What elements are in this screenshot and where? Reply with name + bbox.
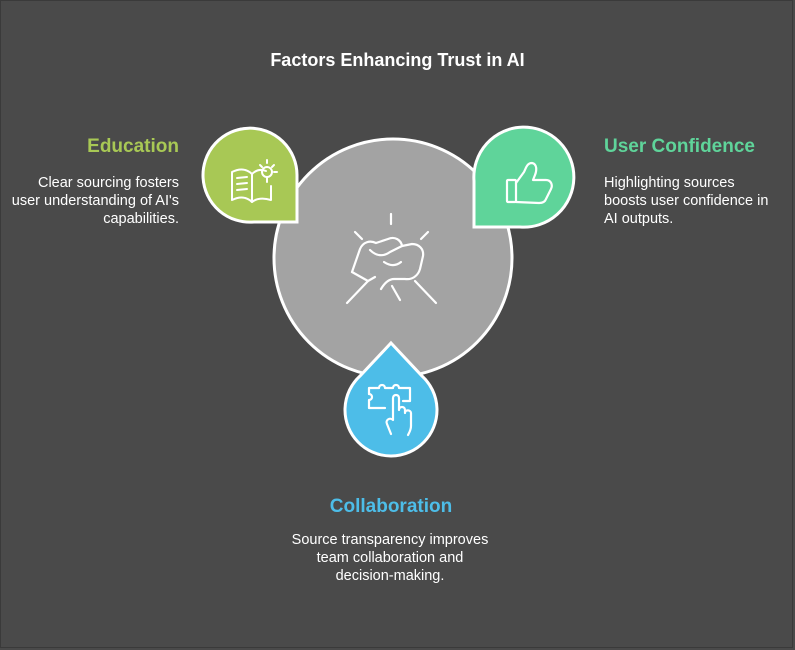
puzzle-hand-icon: [367, 383, 413, 437]
book-lightbulb-icon: [231, 159, 278, 203]
user-confidence-node: [472, 125, 576, 229]
diagram-title: Factors Enhancing Trust in AI: [270, 50, 525, 70]
education-description: Clear sourcing fosters user understandin…: [11, 175, 179, 227]
collaboration-title: Collaboration: [329, 496, 453, 517]
education-title: Education: [87, 136, 179, 157]
handshake-icon: [345, 212, 438, 305]
collaboration-node: [343, 340, 439, 458]
user-confidence-description: Highlighting sources boosts user confide…: [604, 175, 769, 227]
thumbs-up-icon: [505, 161, 553, 205]
collaboration-description: Source transparency improves team collab…: [291, 532, 489, 584]
education-node: [201, 126, 299, 224]
user-confidence-title: User Confidence: [604, 136, 755, 157]
